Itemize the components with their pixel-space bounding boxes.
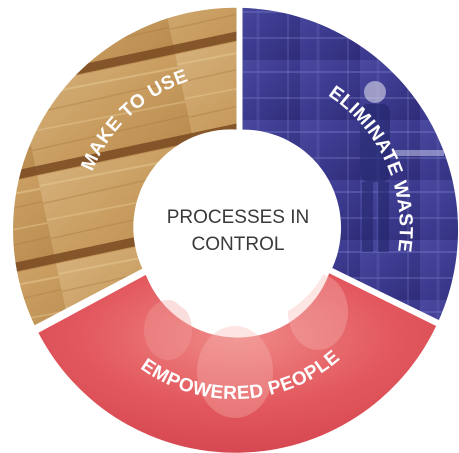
center-hub: [141, 131, 335, 325]
segment-dividers: [31, 4, 442, 334]
center-title-line1: PROCESSES IN: [167, 207, 310, 228]
segment-make-to-use: [13, 7, 237, 326]
segment-empowered-people: [38, 273, 437, 453]
segment-eliminate-waste: [242, 7, 459, 321]
people-figures: [144, 274, 348, 418]
center-title-line2: CONTROL: [192, 234, 285, 255]
worker-figure: [360, 81, 444, 252]
